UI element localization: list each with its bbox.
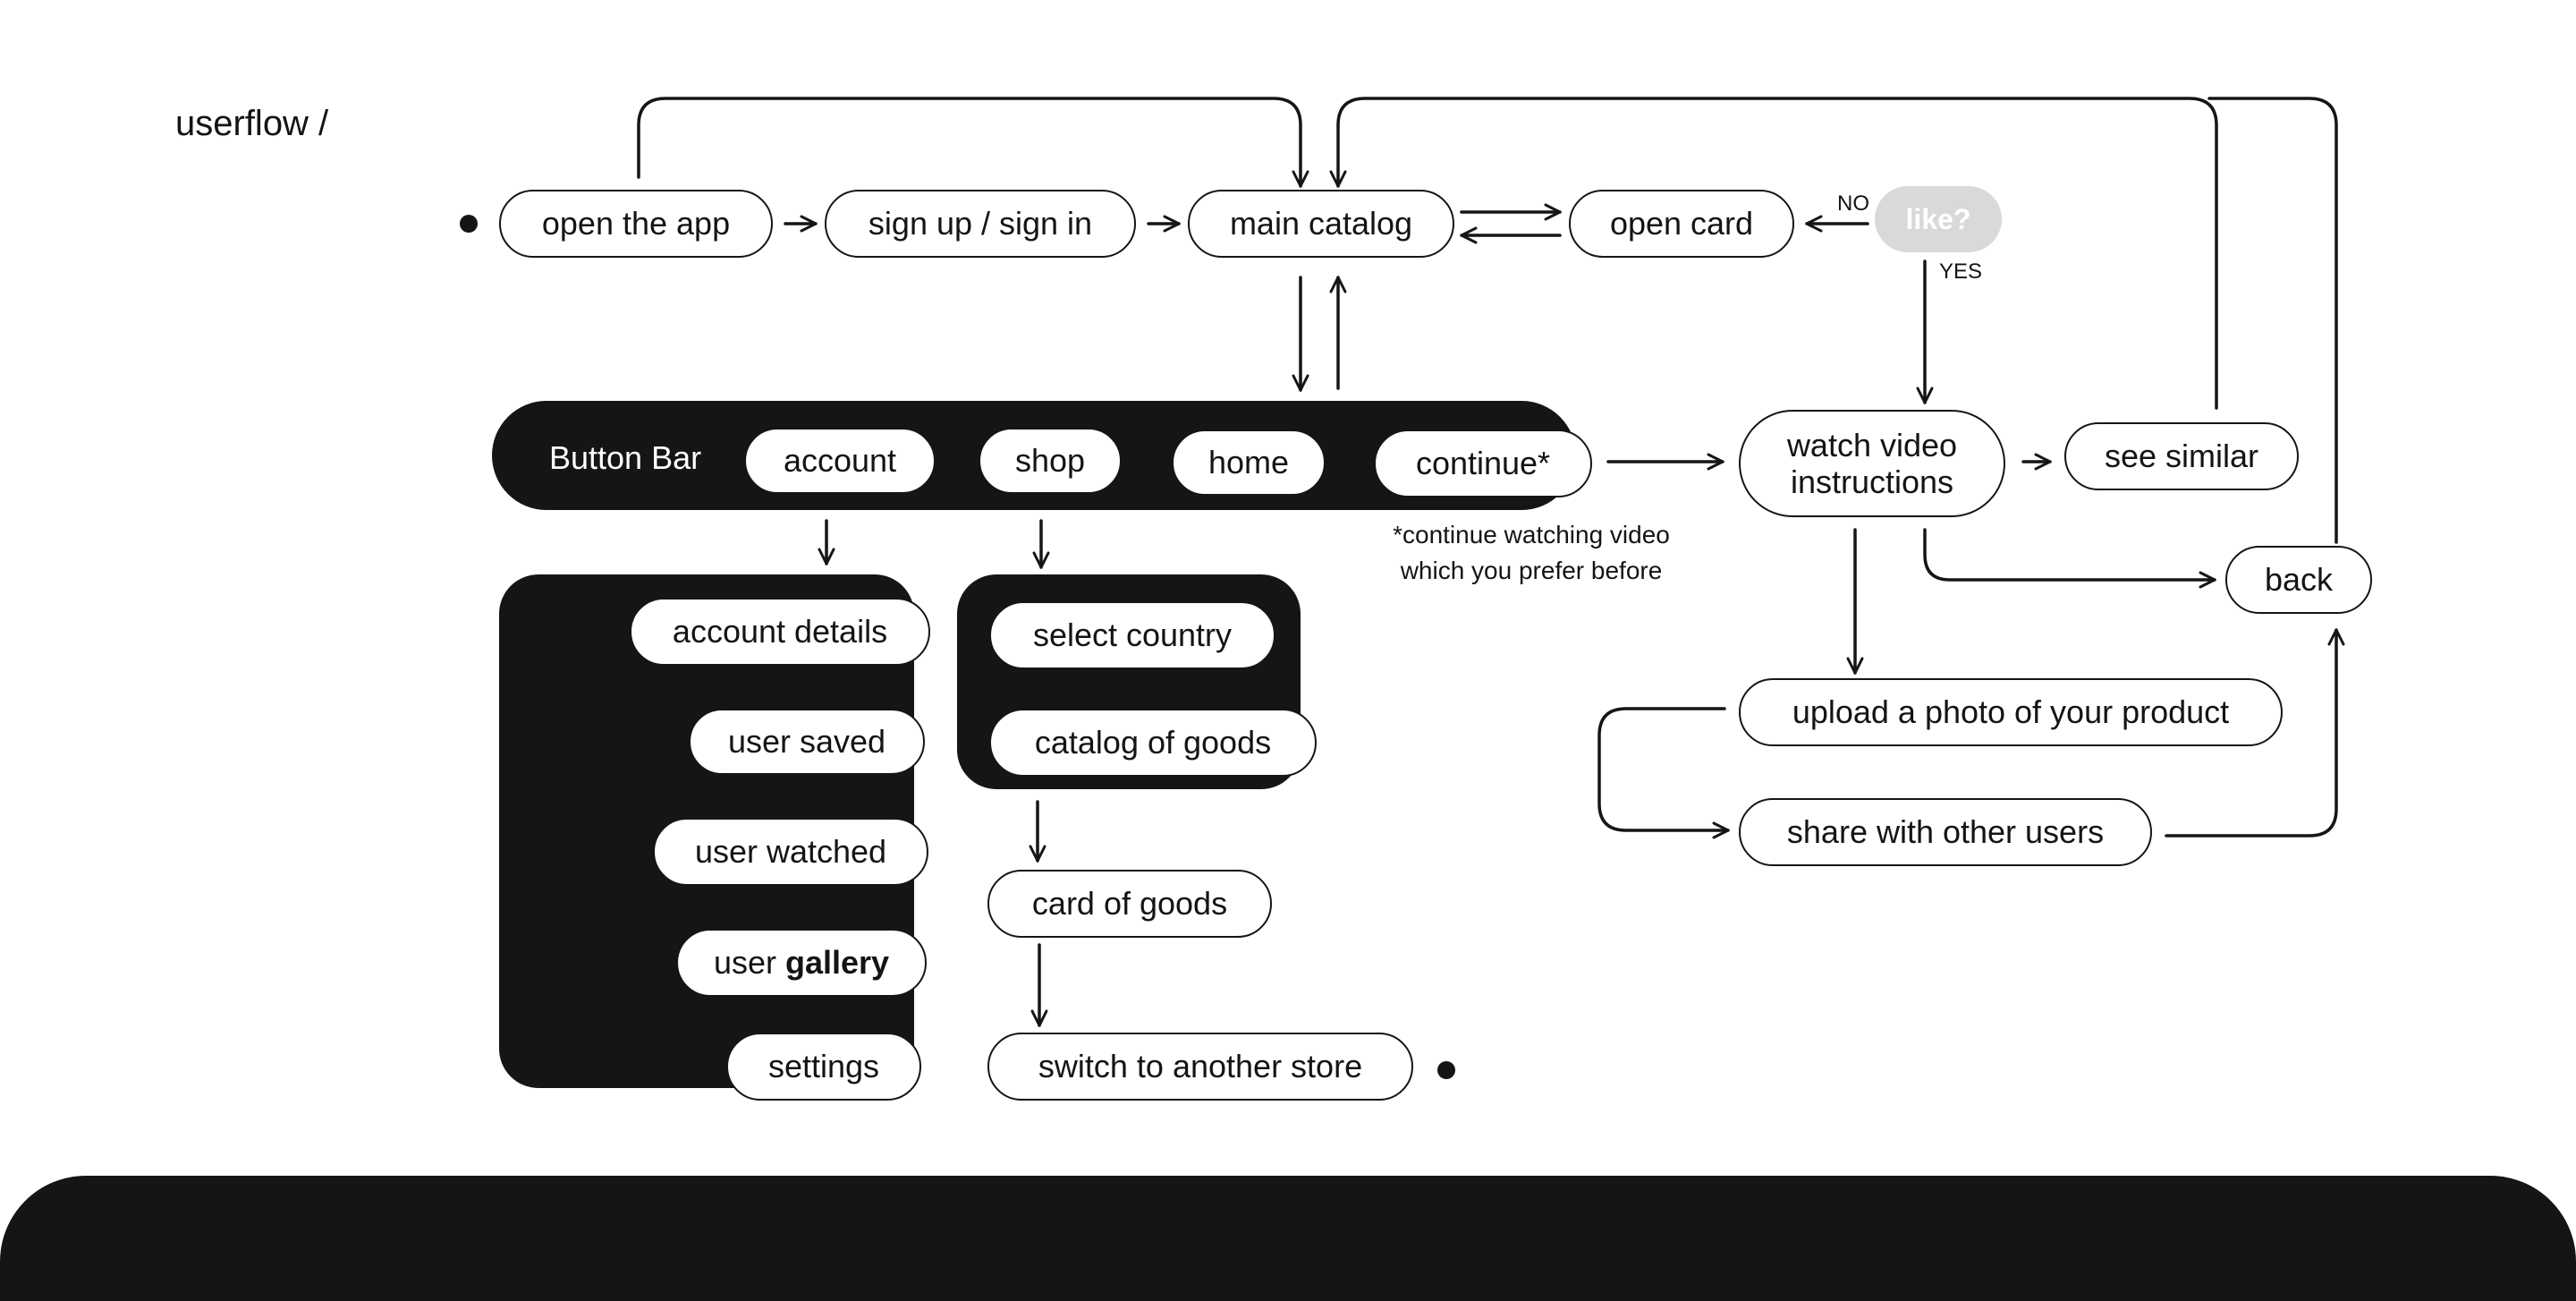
watch-video-line2: instructions (1790, 463, 1954, 500)
loop-app-to-catalog (637, 97, 1309, 188)
continue-footnote-line1: *continue watching video (1393, 521, 1670, 548)
node-sign-up: sign up / sign in (825, 190, 1136, 258)
node-main-catalog: main catalog (1188, 190, 1454, 258)
tab-continue[interactable]: continue* (1374, 429, 1592, 497)
tab-home[interactable]: home (1172, 429, 1326, 496)
menu-catalog-of-goods[interactable]: catalog of goods (989, 709, 1317, 777)
arrow-share-to-back (2165, 628, 2345, 838)
node-card-of-goods: card of goods (987, 870, 1272, 938)
loop-upload-to-share (1597, 707, 1730, 839)
label-no: NO (1837, 191, 1869, 216)
decision-like: like? (1875, 186, 2002, 252)
node-open-card: open card (1569, 190, 1794, 258)
node-open-app: open the app (499, 190, 773, 258)
node-back: back (2225, 546, 2372, 614)
label-yes: YES (1939, 259, 1983, 284)
tab-account[interactable]: account (744, 428, 936, 494)
menu-user-watched[interactable]: user watched (653, 818, 928, 886)
userflow-diagram: userflow / open the app sign up / sign i… (0, 97, 2576, 1301)
menu-user-gallery-bold: gallery (784, 944, 890, 982)
start-node (460, 215, 478, 233)
loop-similar-to-catalog (1329, 97, 2218, 410)
node-upload-photo: upload a photo of your product (1739, 678, 2283, 746)
menu-user-saved[interactable]: user saved (689, 709, 925, 775)
button-bar-label: Button Bar (549, 439, 702, 476)
end-node (1437, 1061, 1455, 1079)
watch-video-line1: watch video (1786, 426, 1958, 463)
node-switch-store: switch to another store (987, 1033, 1413, 1101)
node-watch-video: watch video instructions (1739, 410, 2005, 517)
continue-footnote-line2: which you prefer before (1400, 557, 1663, 584)
connector-layer (637, 97, 2345, 1027)
arrow-watch-to-back (1923, 528, 2216, 589)
menu-user-gallery-prefix: user (713, 944, 776, 982)
menu-select-country[interactable]: select country (989, 601, 1275, 669)
node-see-similar: see similar (2064, 422, 2299, 490)
menu-settings[interactable]: settings (726, 1033, 921, 1101)
tab-shop[interactable]: shop (979, 428, 1122, 494)
loop-back-line (2207, 97, 2338, 544)
node-share: share with other users (1739, 798, 2152, 866)
menu-user-gallery[interactable]: user gallery (676, 929, 927, 997)
menu-account-details[interactable]: account details (630, 598, 930, 666)
continue-footnote: *continue watching video which you prefe… (1388, 517, 1674, 589)
page-title: userflow / (175, 104, 329, 143)
footer-band (0, 1176, 2576, 1301)
